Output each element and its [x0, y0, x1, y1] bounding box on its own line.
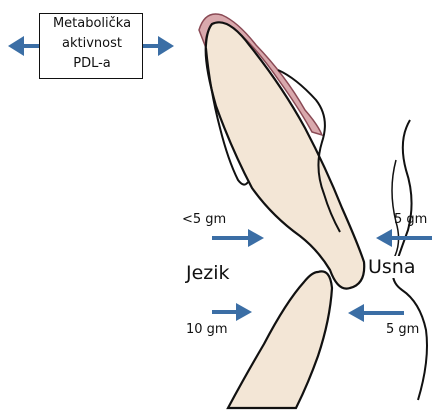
- lip-lower-arrow-head: [348, 304, 364, 322]
- metabolic-activity-box: Metabolička aktivnost PDL-a: [39, 13, 143, 79]
- lower-incisor: [228, 271, 332, 408]
- box-arrow-left-head: [8, 36, 24, 56]
- lip-profile-inner: [392, 160, 399, 258]
- tongue-label: Jezik: [186, 262, 230, 284]
- box-arrow-right-head: [158, 36, 174, 56]
- lip-upper-arrow-head: [376, 229, 392, 247]
- upper-incisor: [206, 22, 365, 288]
- box-line-1: Metabolička: [40, 16, 144, 31]
- box-line-2: aktivnost: [40, 36, 144, 51]
- tongue-lower-force-label: 10 gm: [186, 322, 228, 337]
- lip-upper-force-label: 5 gm: [394, 212, 427, 227]
- box-line-3: PDL-a: [40, 56, 144, 71]
- tongue-lower-arrow-head: [236, 303, 252, 321]
- tongue-upper-arrow-head: [248, 229, 264, 247]
- lip-lower-force-label: 5 gm: [386, 322, 419, 337]
- tongue-upper-force-label: <5 gm: [182, 212, 226, 227]
- lip-label: Usna: [368, 256, 416, 278]
